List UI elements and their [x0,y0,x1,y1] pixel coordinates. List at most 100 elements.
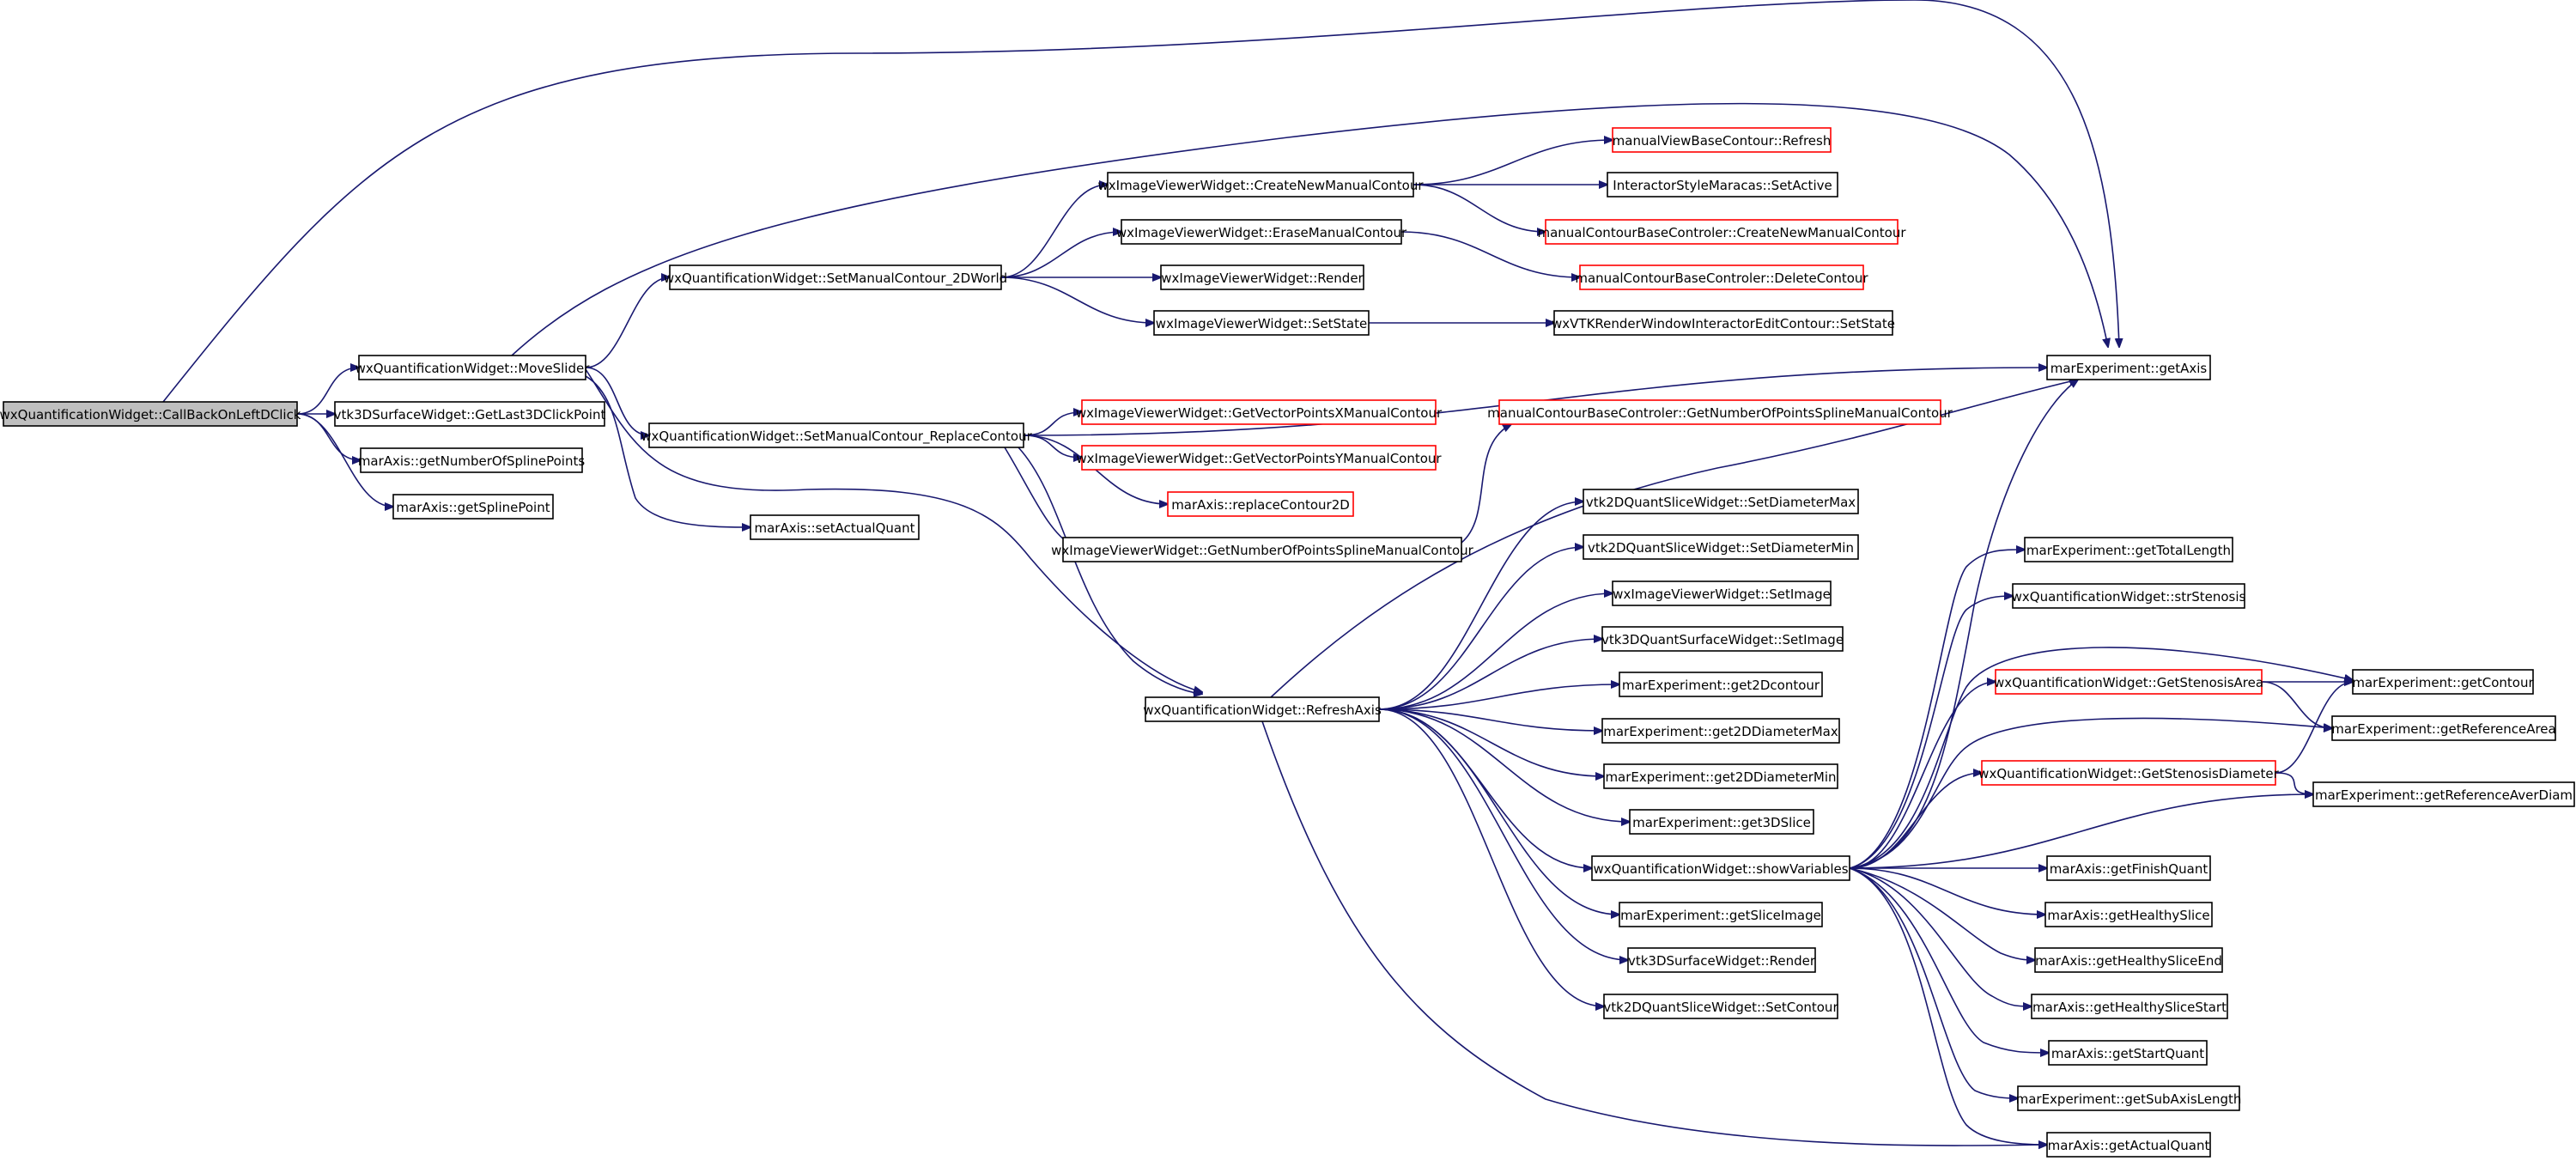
edge-refreshaxis-to-get2dcontour [1378,684,1619,710]
node-box [669,264,1002,290]
node-getvpx[interactable]: wxImageViewerWidget::GetVectorPointsXMan… [1076,399,1443,425]
node-mcbdelete[interactable]: manualContourBaseControler::DeleteContou… [1575,264,1868,290]
node-getsplinepoint[interactable]: marAxis::getSplinePoint [392,494,554,520]
edge-refreshaxis-to-getsliceimage [1378,708,1619,915]
edge-refreshaxis-to-setdiammax [1378,501,1583,710]
node-label: marExperiment::getTotalLength [2026,543,2231,558]
node-box [360,447,583,473]
node-label: wxQuantificationWidget::SetManualContour… [664,270,1007,287]
node-box [1601,718,1840,744]
node-box [1607,172,1838,198]
edge-showvariables-to-getstenosisarea [1849,682,1996,869]
node-setdiammax[interactable]: vtk2DQuantSliceWidget::SetDiameterMax [1583,489,1859,514]
node-gethealthysliceend[interactable]: marAxis::getHealthySliceEnd [2034,947,2223,973]
node-box [2031,994,2228,1019]
node-box [2024,537,2233,562]
edge-showvariables-to-getreferencearea [1849,717,2332,869]
node-label: manualViewBaseContour::Refresh [1613,133,1832,149]
node-getsliceimage[interactable]: marExperiment::getSliceImage [1619,902,1823,927]
node-mcbcreate[interactable]: manualContourBaseControler::CreateNewMan… [1537,219,1906,245]
node-get2ddiammax[interactable]: marExperiment::get2DDiameterMax [1601,718,1840,744]
node-label: marAxis::getStartQuant [2051,1046,2204,1061]
node-getnumspline[interactable]: marAxis::getNumberOfSplinePoints [358,447,586,473]
edge-moveslider-to-setmanual2d [585,277,670,368]
node-label: marAxis::getHealthySlice [2047,908,2209,923]
node-strstenosis[interactable]: wxQuantificationWidget::strStenosis [2012,583,2246,609]
node-erasemanual[interactable]: wxImageViewerWidget::EraseManualContour [1116,219,1407,245]
node-box [1591,855,1850,881]
node-get2ddiammin[interactable]: marExperiment::get2DDiameterMin [1603,763,1838,789]
node-box [1995,669,2263,695]
node-box [1498,399,1941,425]
node-createnewmanual[interactable]: wxImageViewerWidget::CreateNewManualCont… [1098,172,1425,198]
node-gethealthyslicestart[interactable]: marAxis::getHealthySliceStart [2031,994,2228,1019]
edge-getstenosisdiam-to-getcontour [2275,682,2353,774]
nodes-layer: wxQuantificationWidget::CallBackOnLeftDC… [0,127,2575,1158]
node-ivrender[interactable]: wxImageViewerWidget::Render [1160,264,1364,290]
node-setmanual2d[interactable]: wxQuantificationWidget::SetManualContour… [664,264,1007,290]
node-moveslider[interactable]: wxQuantificationWidget::MoveSlider [355,355,591,380]
node-getvpy[interactable]: wxImageViewerWidget::GetVectorPointsYMan… [1076,445,1442,471]
node-get2dcontour[interactable]: marExperiment::get2Dcontour [1619,672,1823,697]
node-box [1603,994,1838,1019]
node-getstartquant[interactable]: marAxis::getStartQuant [2048,1040,2208,1066]
node-root[interactable]: wxQuantificationWidget::CallBackOnLeftDC… [0,401,301,427]
node-showvariables[interactable]: wxQuantificationWidget::showVariables [1591,855,1850,881]
node-getreferenceaverdiam[interactable]: marExperiment::getReferenceAverDiam [2312,781,2575,807]
node-getreferencearea[interactable]: marExperiment::getReferenceArea [2331,715,2556,741]
node-label: marExperiment::getReferenceArea [2331,721,2555,737]
node-label: wxVTKRenderWindowInteractorEditContour::… [1552,316,1895,331]
node-gettotallength[interactable]: marExperiment::getTotalLength [2024,537,2233,562]
edge-showvariables-to-strstenosis [1849,596,2013,869]
edge-showvariables-to-gethealthysliceend [1849,867,2035,960]
node-v3drender[interactable]: vtk3DSurfaceWidget::Render [1627,947,1816,973]
node-box [1107,172,1414,198]
node-v3dsetimage[interactable]: vtk3DQuantSurfaceWidget::SetImage [1601,626,1844,652]
node-ivsetstate[interactable]: wxImageViewerWidget::SetState [1153,310,1370,336]
edge-refreshaxis-to-ivsetimage [1378,593,1613,710]
node-replacecontour[interactable]: marAxis::replaceContour2D [1167,491,1354,517]
node-label: InteractorStyleMaracas::SetActive [1613,178,1832,193]
edge-erasemanual-to-mcbdelete [1400,231,1580,277]
node-label: wxImageViewerWidget::Render [1161,270,1364,286]
node-label: manualContourBaseControler::CreateNewMan… [1537,225,1906,240]
node-setcontour[interactable]: vtk2DQuantSliceWidget::SetContour [1603,994,1838,1019]
node-label: manualContourBaseControler::GetNumberOfP… [1487,405,1953,421]
node-box [1601,626,1844,652]
node-mvbrefresh[interactable]: manualViewBaseContour::Refresh [1612,127,1832,153]
node-getfinishquant[interactable]: marAxis::getFinishQuant [2046,855,2211,881]
node-isetactive[interactable]: InteractorStyleMaracas::SetActive [1607,172,1838,198]
node-ivsetimage[interactable]: wxImageViewerWidget::SetImage [1612,580,1832,606]
node-mcbgetnumpts[interactable]: manualContourBaseControler::GetNumberOfP… [1487,399,1953,425]
node-getaxis[interactable]: marExperiment::getAxis [2046,355,2211,380]
node-label: wxImageViewerWidget::CreateNewManualCont… [1098,178,1425,193]
node-setactualquant[interactable]: marAxis::setActualQuant [750,514,920,540]
node-setdiammin[interactable]: vtk2DQuantSliceWidget::SetDiameterMin [1583,534,1859,560]
node-box [1081,399,1437,425]
node-getstenosisarea[interactable]: wxQuantificationWidget::GetStenosisArea [1994,669,2263,695]
edge-refreshaxis-to-get3dslice [1378,708,1630,822]
node-getcontour[interactable]: marExperiment::getContour [2352,669,2534,695]
node-box [1081,445,1437,471]
node-label: wxQuantificationWidget::MoveSlider [355,361,591,376]
edge-refreshaxis-to-setcontour [1378,708,1604,1006]
node-ivgetnumpts[interactable]: wxImageViewerWidget::GetNumberOfPointsSp… [1051,537,1474,562]
node-getstenosisdiam[interactable]: wxQuantificationWidget::GetStenosisDiame… [1978,760,2280,786]
node-gethealthyslice[interactable]: marAxis::getHealthySlice [2044,902,2213,927]
node-box [1121,219,1402,245]
node-box [1627,947,1816,973]
edge-refreshaxis-to-setdiammin [1378,547,1583,710]
node-box [1981,760,2276,786]
node-getactualquant[interactable]: marAxis::getActualQuant [2046,1132,2211,1158]
node-label: wxImageViewerWidget::GetNumberOfPointsSp… [1051,543,1474,558]
node-refreshaxis[interactable]: wxQuantificationWidget::RefreshAxis [1143,696,1382,722]
node-setmanualreplace[interactable]: wxQuantificationWidget::SetManualContour… [641,422,1033,448]
edge-setmanual2d-to-createnewmanual [1000,185,1108,278]
edge-refreshaxis-to-v3dsetimage [1378,639,1602,710]
node-getsubaxislength[interactable]: marExperiment::getSubAxisLength [2016,1085,2242,1111]
edge-showvariables-to-gethealthyslicestart [1849,867,2032,1006]
node-vtkrwsetstate[interactable]: wxVTKRenderWindowInteractorEditContour::… [1552,310,1895,336]
node-get3dslice[interactable]: marExperiment::get3DSlice [1629,809,1814,835]
node-getlast3d[interactable]: vtk3DSurfaceWidget::GetLast3DClickPoint [334,401,606,427]
